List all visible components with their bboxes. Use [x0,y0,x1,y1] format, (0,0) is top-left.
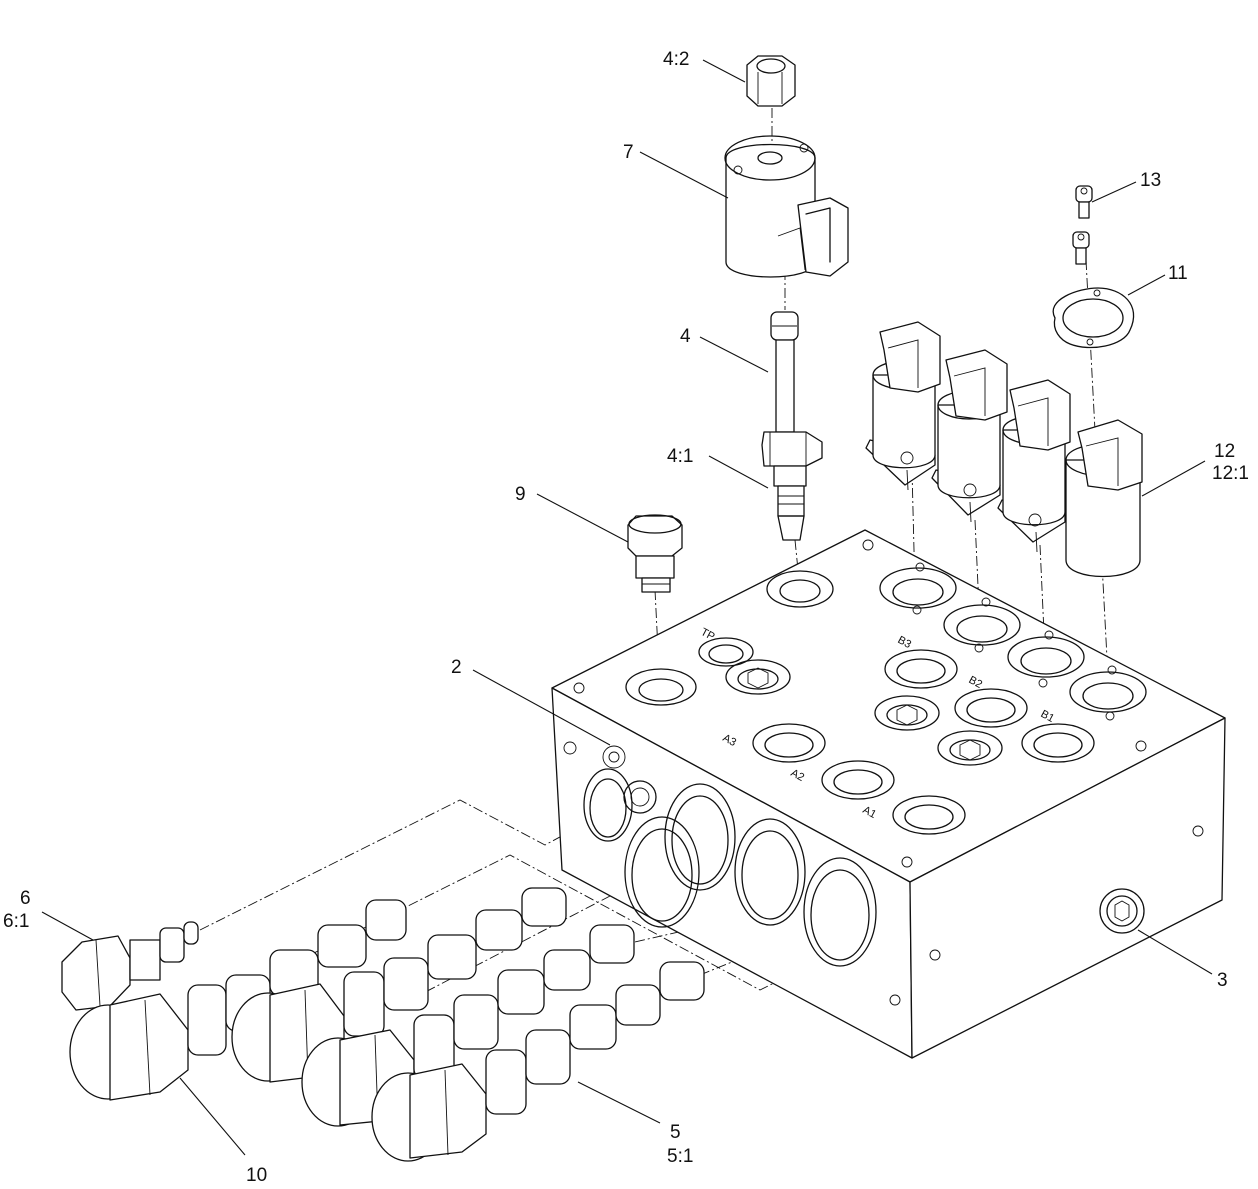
cartridge-5 [371,961,705,1162]
nut-part [746,55,796,107]
front-face-bores [583,745,877,967]
solenoid-2 [931,349,1008,523]
port-label-a2: A2 [789,767,807,784]
leader-lines [41,59,1213,1156]
callout-9: 9 [515,484,526,505]
solenoid-4 [1065,419,1143,578]
port-label-b2: B2 [967,674,985,691]
manifold-block: TP B3 B2 B1 A3 A2 A1 [551,529,1226,1059]
port-label-a1: A1 [861,804,879,821]
callout-6-1: 6:1 [3,911,29,932]
callout-2: 2 [451,657,462,678]
cartridge-10b [231,887,567,1083]
top-ports [625,562,1147,835]
port-label-b3: B3 [896,634,914,651]
relief-plug [627,514,683,593]
callout-10: 10 [246,1165,267,1186]
callout-labels: 4:2 7 13 11 4 4:1 9 12 12:1 2 6 6:1 3 10… [3,49,1249,1186]
callout-3: 3 [1217,970,1228,991]
callout-11: 11 [1168,263,1188,284]
callout-4-2: 4:2 [663,49,689,70]
side-plug [1099,888,1145,934]
solenoid-3 [997,379,1071,553]
callout-5-1: 5:1 [667,1146,693,1167]
port-label-tp: TP [699,626,717,643]
cartridge-10a [69,899,407,1101]
cartridge-stem [761,311,823,541]
solenoid-bank [865,321,1143,578]
solenoid-coil [724,135,849,278]
port-label-a3: A3 [721,732,739,749]
flange-plate [1052,287,1135,349]
callout-13: 13 [1140,170,1161,191]
screws [1072,185,1093,265]
callout-4-1: 4:1 [667,446,693,467]
port-label-b1: B1 [1039,708,1057,725]
callout-6: 6 [20,888,31,909]
callout-7: 7 [623,142,634,163]
callout-4: 4 [680,326,691,347]
callout-12-1: 12:1 [1212,463,1249,484]
callout-5: 5 [670,1122,681,1143]
block-plugs [747,667,981,761]
cartridge-6 [61,921,199,1011]
solenoid-1 [865,321,941,491]
callout-12: 12 [1214,441,1235,462]
